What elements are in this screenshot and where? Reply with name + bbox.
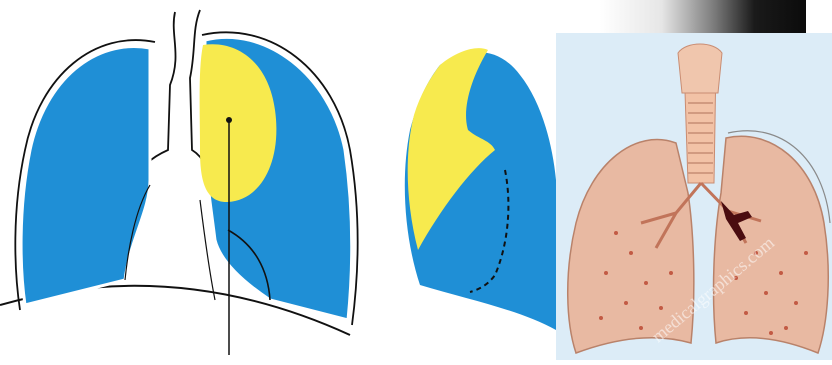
- larynx: [678, 44, 722, 93]
- anatomy-panel: medicalgraphics.com: [556, 33, 832, 360]
- anatomy-illustration: medicalgraphics.com: [556, 33, 832, 360]
